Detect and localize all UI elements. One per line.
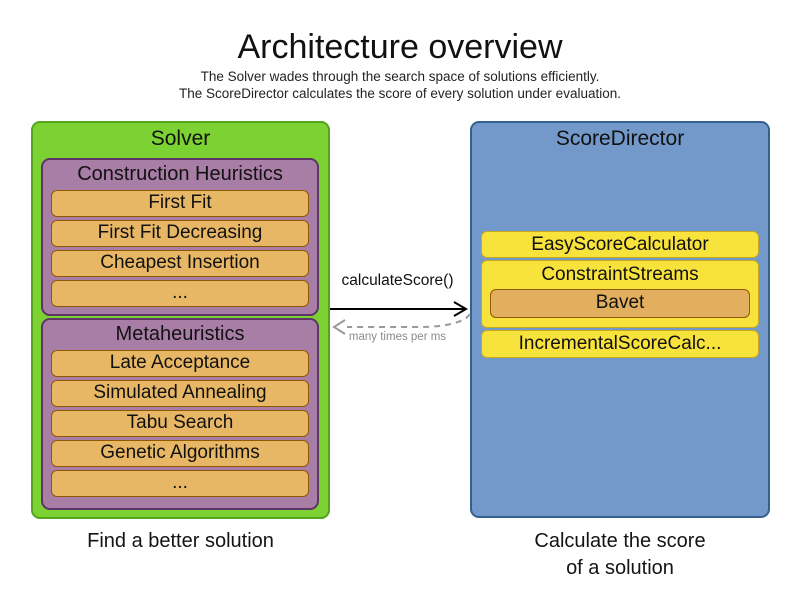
item-constraint-streams: ConstraintStreams Bavet (481, 260, 759, 328)
item-construction-ellipsis: ... (51, 280, 309, 307)
caption-calculate-score-line-2: of a solution (566, 557, 674, 579)
feedback-dashed-arrow (332, 313, 471, 335)
item-cheapest-insertion: Cheapest Insertion (51, 250, 309, 277)
item-genetic-algorithms: Genetic Algorithms (51, 440, 309, 467)
caption-calculate-score: Calculate the score of a solution (470, 528, 770, 582)
item-late-acceptance: Late Acceptance (51, 350, 309, 377)
item-metaheuristics-ellipsis: ... (51, 470, 309, 497)
calculate-score-arrow (330, 301, 468, 317)
calculator-stack: EasyScoreCalculator ConstraintStreams Ba… (481, 231, 759, 360)
item-simulated-annealing: Simulated Annealing (51, 380, 309, 407)
item-first-fit-decreasing: First Fit Decreasing (51, 220, 309, 247)
group-metaheuristics: Metaheuristics Late Acceptance Simulated… (41, 318, 319, 510)
construction-heuristics-label: Construction Heuristics (77, 163, 283, 185)
solver-container: Solver Construction Heuristics First Fit… (31, 121, 330, 519)
page-title: Architecture overview (237, 28, 563, 66)
caption-calculate-score-line-1: Calculate the score (534, 530, 706, 552)
item-incremental-score-calculator: IncrementalScoreCalc... (481, 330, 759, 358)
item-tabu-search: Tabu Search (51, 410, 309, 437)
frequency-label: many times per ms (348, 331, 447, 343)
arrows-graphic (330, 301, 471, 335)
score-director-container: ScoreDirector EasyScoreCalculator Constr… (470, 121, 770, 518)
group-construction-heuristics: Construction Heuristics First Fit First … (41, 158, 319, 316)
score-director-label: ScoreDirector (555, 127, 685, 150)
item-bavet: Bavet (490, 289, 750, 318)
caption-find-better-solution: Find a better solution (87, 530, 274, 552)
subtitle-line-1: The Solver wades through the search spac… (200, 69, 600, 84)
metaheuristics-label: Metaheuristics (115, 323, 245, 345)
solver-label: Solver (150, 127, 211, 150)
constraint-streams-label: ConstraintStreams (541, 264, 699, 285)
item-easy-score-calculator: EasyScoreCalculator (481, 231, 759, 258)
calculate-score-label: calculateScore() (341, 272, 454, 289)
item-first-fit: First Fit (51, 190, 309, 217)
subtitle-line-2: The ScoreDirector calculates the score o… (179, 86, 621, 101)
